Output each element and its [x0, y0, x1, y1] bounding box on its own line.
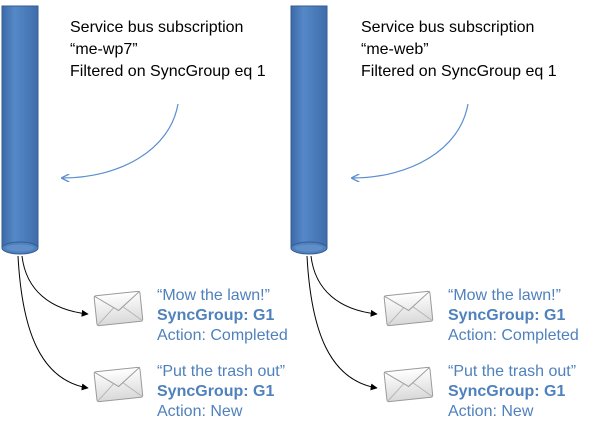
subscription-label-right: Service bus subscription “me-web” Filter…	[361, 17, 557, 83]
delivery-arrow-right-1	[310, 255, 378, 317]
message-title: “Put the trash out”	[157, 363, 286, 380]
subscription-label-left: Service bus subscription “me-wp7” Filter…	[70, 17, 266, 83]
delivery-arrow-right-2	[306, 255, 378, 391]
envelope-icon	[383, 290, 434, 327]
message-title: “Mow the lawn!”	[157, 287, 270, 304]
subscription-filter: Filtered on SyncGroup eq 1	[361, 63, 557, 80]
envelope-icon	[93, 290, 144, 327]
message-action: Action: New	[448, 403, 534, 420]
message-title: “Mow the lawn!”	[448, 287, 561, 304]
message-card-right-2: “Put the trash out” SyncGroup: G1 Action…	[448, 362, 576, 422]
message-card-right-1: “Mow the lawn!” SyncGroup: G1 Action: Co…	[448, 286, 579, 346]
message-sync-group: SyncGroup: G1	[157, 307, 275, 324]
message-card-left-2: “Put the trash out” SyncGroup: G1 Action…	[157, 362, 285, 422]
delivery-arrow-left-1	[21, 255, 89, 317]
subscription-title: Service bus subscription	[361, 19, 535, 36]
queue-cylinder-right	[290, 5, 328, 255]
message-sync-group: SyncGroup: G1	[448, 383, 566, 400]
message-sync-group: SyncGroup: G1	[157, 383, 275, 400]
envelope-icon	[383, 366, 434, 403]
delivery-arrow-left-2	[17, 255, 89, 391]
message-card-left-1: “Mow the lawn!” SyncGroup: G1 Action: Co…	[157, 286, 288, 346]
message-action: Action: Completed	[157, 327, 288, 344]
queue-cylinder-left	[1, 5, 39, 255]
subscription-title: Service bus subscription	[70, 19, 244, 36]
message-sync-group: SyncGroup: G1	[448, 307, 566, 324]
filter-arrow-right	[352, 103, 469, 178]
subscription-name: “me-web”	[361, 41, 429, 58]
message-action: Action: New	[157, 403, 243, 420]
subscription-filter: Filtered on SyncGroup eq 1	[70, 63, 266, 80]
envelope-icon	[93, 366, 144, 403]
message-action: Action: Completed	[448, 327, 579, 344]
message-title: “Put the trash out”	[448, 363, 577, 380]
filter-arrow-left	[62, 103, 179, 178]
subscription-name: “me-wp7”	[70, 41, 138, 58]
